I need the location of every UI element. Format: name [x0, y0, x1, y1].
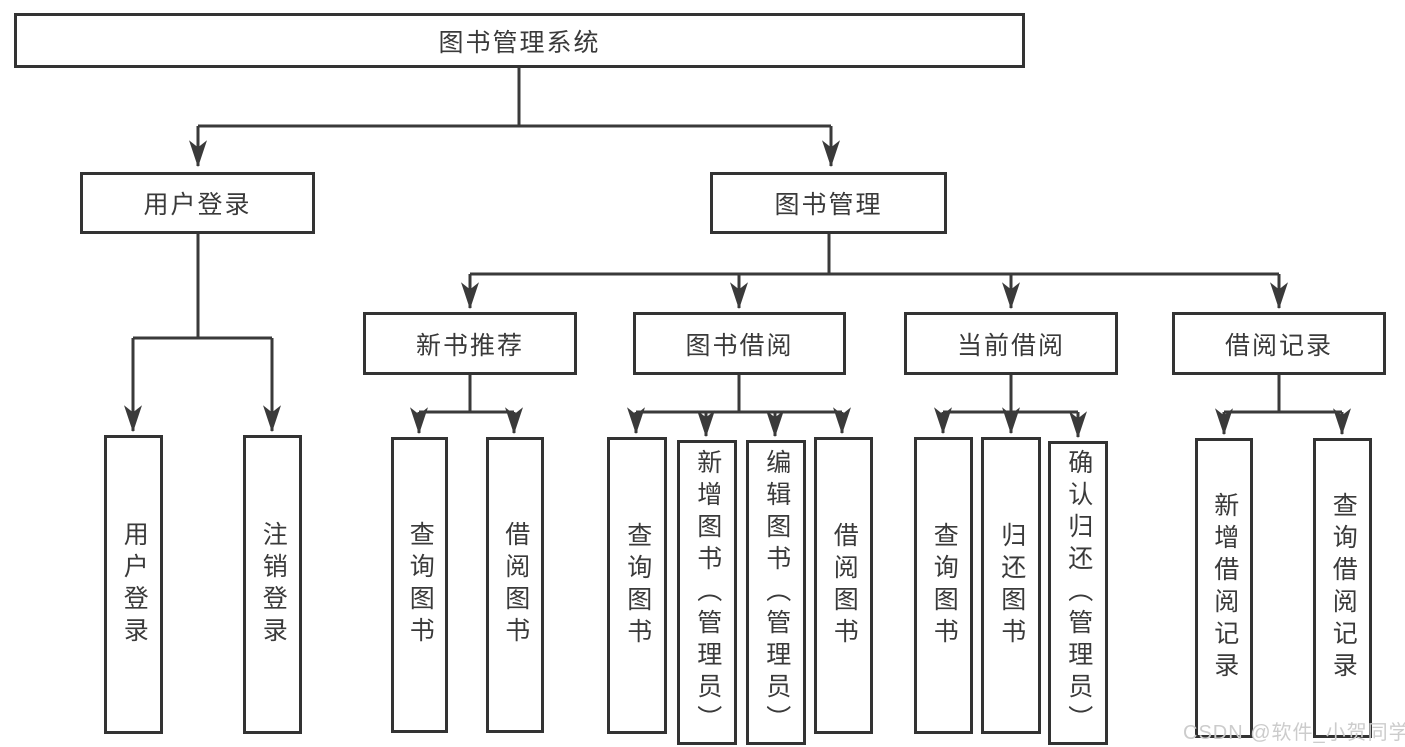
- leaf-query-book-current-label: 查询图书: [930, 521, 959, 650]
- node-book-management-label: 图书管理: [774, 191, 883, 219]
- leaf-add-book-admin-label: 新增图书（管理员）: [693, 448, 722, 737]
- leaf-borrow-book-recommend-label: 借阅图书: [501, 521, 530, 649]
- leaf-query-borrow-record-box: 查询借阅记录: [1313, 438, 1372, 738]
- node-borrowing-records-box: 借阅记录: [1172, 312, 1386, 375]
- leaf-confirm-return-admin-label: 确认归还（管理员）: [1064, 449, 1093, 737]
- node-root-box: 图书管理系统: [14, 13, 1025, 68]
- node-new-book-recommend-box: 新书推荐: [363, 312, 577, 375]
- leaf-borrow-book-borrowing-box: 借阅图书: [814, 437, 873, 734]
- leaf-user-login-box: 用户登录: [104, 435, 163, 734]
- connector-newbookrec-children: [410, 375, 523, 435]
- node-book-borrowing-label: 图书借阅: [685, 331, 794, 360]
- watermark: CSDN @软件_小贺同学: [1183, 722, 1405, 744]
- leaf-logout-box: 注销登录: [243, 435, 302, 734]
- connector-bookborrow-children: [627, 375, 851, 438]
- leaf-query-book-borrowing-label: 查询图书: [623, 521, 652, 650]
- leaf-query-book-borrowing-box: 查询图书: [607, 437, 667, 734]
- node-new-book-recommend-label: 新书推荐: [415, 331, 524, 360]
- leaf-query-borrow-record-label: 查询借阅记录: [1329, 492, 1358, 684]
- node-root-label: 图书管理系统: [438, 28, 601, 57]
- node-current-borrowing-label: 当前借阅: [956, 331, 1065, 360]
- leaf-add-borrow-record-box: 新增借阅记录: [1195, 438, 1253, 738]
- node-user-login-box: 用户登录: [80, 172, 315, 234]
- leaf-query-book-current-box: 查询图书: [914, 437, 973, 734]
- leaf-edit-book-admin-label: 编辑图书（管理员）: [762, 448, 791, 737]
- connector-root-to-level2: [189, 68, 840, 168]
- node-borrowing-records-label: 借阅记录: [1224, 331, 1333, 360]
- leaf-edit-book-admin-box: 编辑图书（管理员）: [746, 440, 806, 745]
- leaf-borrow-book-borrowing-label: 借阅图书: [830, 521, 859, 650]
- leaf-confirm-return-admin-box: 确认归还（管理员）: [1048, 441, 1108, 745]
- node-user-login-label: 用户登录: [143, 191, 252, 219]
- leaf-borrow-book-recommend-box: 借阅图书: [486, 437, 544, 733]
- leaf-return-book-label: 归还图书: [997, 521, 1026, 650]
- node-current-borrowing-box: 当前借阅: [904, 312, 1118, 375]
- connector-currentborrow-children: [934, 375, 1087, 439]
- leaf-query-book-recommend-label: 查询图书: [406, 521, 435, 649]
- leaf-logout-label: 注销登录: [259, 520, 288, 649]
- connector-borrowrecord-children: [1215, 375, 1351, 436]
- leaf-query-book-recommend-box: 查询图书: [391, 437, 448, 733]
- leaf-user-login-label: 用户登录: [120, 520, 149, 649]
- connector-bookmgmt-children: [461, 234, 1288, 310]
- leaf-return-book-box: 归还图书: [981, 437, 1041, 734]
- node-book-borrowing-box: 图书借阅: [633, 312, 846, 375]
- leaf-add-book-admin-box: 新增图书（管理员）: [677, 440, 737, 745]
- connector-userlogin-children: [124, 234, 281, 433]
- node-book-management-box: 图书管理: [710, 172, 947, 234]
- leaf-add-borrow-record-label: 新增借阅记录: [1210, 492, 1239, 684]
